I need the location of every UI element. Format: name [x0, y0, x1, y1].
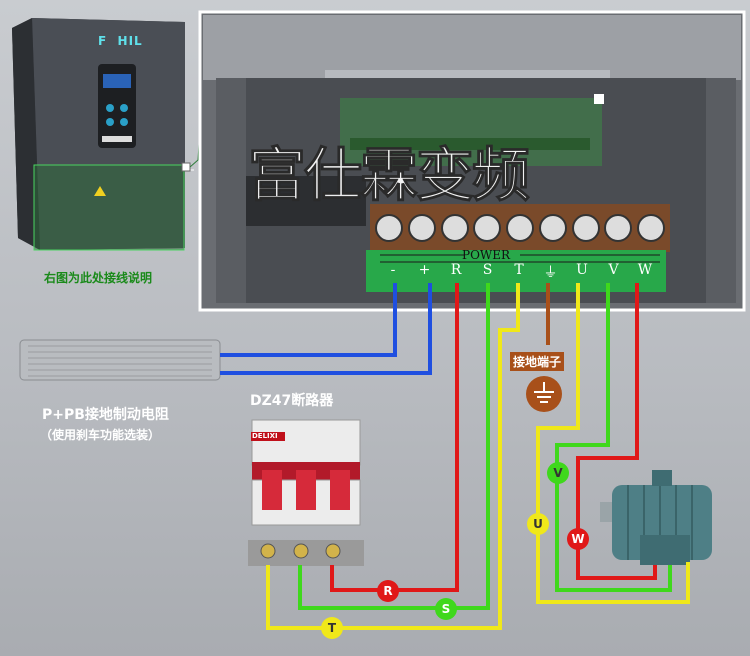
ground-terminal-label: 接地端子: [510, 352, 565, 371]
terminal-screw: [440, 214, 469, 242]
terminal-label-w: W: [637, 262, 653, 278]
terminal-closeup-photo: [198, 10, 746, 312]
terminal-screw: [473, 214, 502, 242]
inverter-caption: 右图为此处接线说明: [44, 271, 153, 285]
marker-s: S: [435, 598, 457, 620]
marker-t: T: [321, 617, 343, 639]
inverter-brand-label: F HIL: [98, 34, 143, 48]
terminal-label-r: R: [450, 262, 462, 278]
terminal-screw: [571, 214, 600, 242]
resistor-title: P+PB接地制动电阻: [42, 407, 169, 423]
terminal-screw: [637, 214, 665, 242]
terminal-label-ground: ⏚: [543, 265, 558, 281]
terminal-label-s: S: [482, 262, 493, 278]
keypad-display: [103, 74, 131, 88]
marker-u: U: [527, 513, 549, 535]
terminal-screw: [604, 214, 633, 242]
marker-w: W: [567, 528, 589, 550]
inverter-photo: [12, 18, 205, 251]
terminal-label-minus: -: [390, 262, 396, 278]
ground-symbol: [526, 376, 562, 412]
terminal-label-t: T: [514, 262, 524, 278]
terminal-screw: [538, 214, 567, 242]
terminal-screw: [375, 214, 403, 242]
terminal-screw: [506, 214, 534, 242]
wire-W: [576, 283, 657, 580]
terminal-area-highlight: [33, 164, 185, 251]
wire-brake-plus: [220, 283, 432, 375]
wire-brake-minus: [220, 283, 397, 357]
marker-v: V: [547, 462, 569, 484]
wire-V: [555, 283, 672, 592]
wire-S: [298, 283, 490, 610]
terminal-label-plus: +: [418, 262, 431, 278]
terminal-labels: - + R S T ⏚ U V W: [383, 262, 655, 284]
resistor-note: （使用刹车功能选装）: [40, 428, 161, 442]
watermark-brand: 富仕霖变频: [247, 141, 530, 210]
control-board: [340, 98, 602, 166]
terminal-screws: [375, 206, 665, 246]
breaker-title: DZ47断路器: [250, 393, 334, 409]
marker-r: R: [377, 580, 399, 602]
breaker-brand-label: DELIXI: [252, 432, 278, 440]
motor: [600, 470, 712, 565]
terminal-header-label: POWER: [462, 248, 511, 262]
terminal-label-v: V: [608, 262, 619, 278]
circuit-breaker: [248, 419, 364, 566]
warning-label-icon: [94, 186, 106, 196]
wire-T: [266, 283, 520, 630]
terminal-screw: [407, 214, 436, 242]
braking-resistor: [19, 339, 221, 381]
terminal-label-u: U: [576, 262, 588, 278]
